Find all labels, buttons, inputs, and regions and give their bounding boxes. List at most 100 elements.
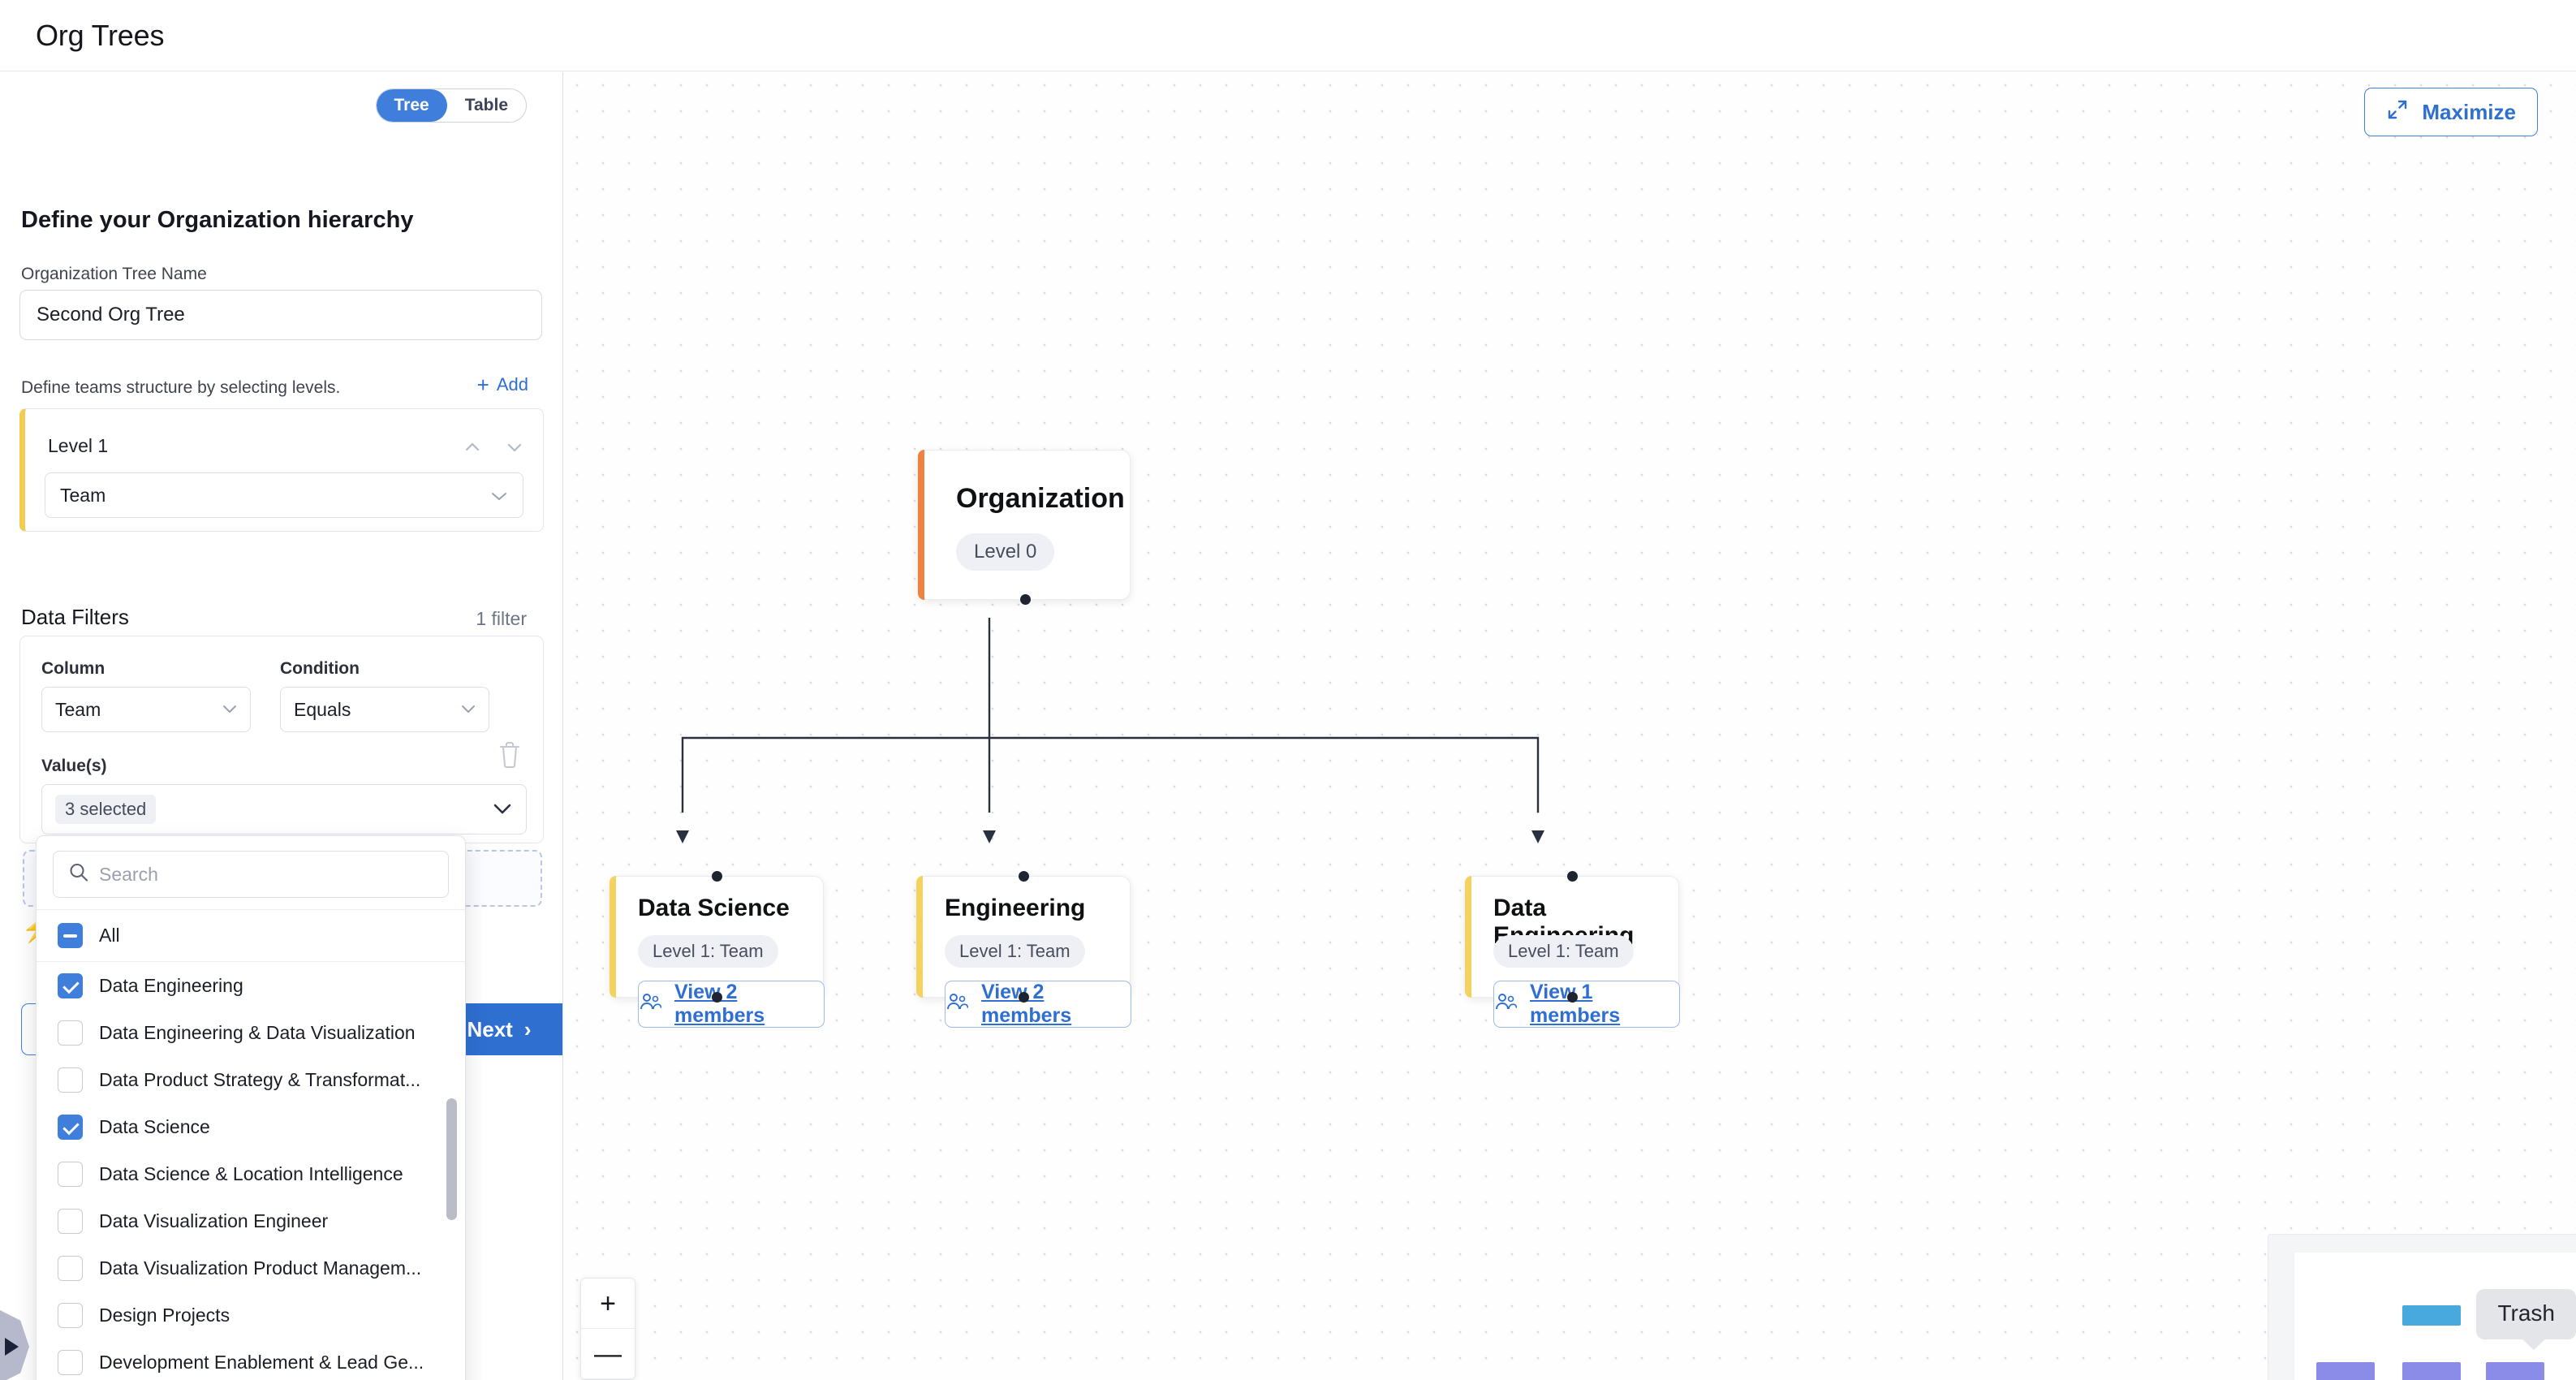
checkbox-icon[interactable] <box>58 1349 83 1375</box>
org-node-data-engineering[interactable]: Data Engineering Level 1: Team View 1 me… <box>1465 871 1680 1028</box>
level-card-1: Level 1 Team <box>19 408 544 532</box>
view-members-label: View 1 members <box>1530 981 1621 1027</box>
org-node-engineering[interactable]: Engineering Level 1: Team View 2 members <box>916 871 1131 1028</box>
list-item-label: Data Visualization Engineer <box>99 1210 329 1231</box>
search-icon <box>68 862 89 887</box>
top-bar: Org Trees <box>0 0 2576 71</box>
list-item[interactable]: Data Visualization Product Managem... <box>37 1244 465 1292</box>
select-all-label: All <box>99 925 120 946</box>
view-members-button[interactable]: View 2 members <box>945 981 1131 1028</box>
checkbox-icon[interactable] <box>58 1114 83 1140</box>
view-members-label: View 2 members <box>674 981 765 1027</box>
filter-values-select[interactable]: 3 selected <box>41 784 527 834</box>
tree-name-input[interactable] <box>19 290 542 340</box>
minimap-node-root <box>2402 1305 2461 1326</box>
view-toggle: Tree Table <box>375 88 527 123</box>
checkbox-icon[interactable] <box>58 1067 83 1093</box>
list-item[interactable]: Data Engineering <box>37 962 465 1009</box>
edge-connectors <box>676 618 1544 843</box>
node-port-top <box>1019 871 1029 882</box>
dropdown-search[interactable] <box>53 851 449 898</box>
add-level-button[interactable]: + Add <box>477 374 528 395</box>
zoom-in-button[interactable]: + <box>581 1279 635 1329</box>
levels-hint: Define teams structure by selecting leve… <box>21 378 341 397</box>
filter-column-value: Team <box>55 698 101 720</box>
list-item[interactable]: Data Science & Location Intelligence <box>37 1150 465 1197</box>
dropdown-search-wrap <box>37 836 465 909</box>
node-accent-bar <box>610 876 616 998</box>
list-item-label: Data Engineering & Data Visualization <box>99 1021 416 1043</box>
dropdown-scrollbar[interactable] <box>446 1098 457 1220</box>
dropdown-list[interactable]: Data Engineering Data Engineering & Data… <box>37 962 465 1380</box>
node-port-top <box>712 871 722 882</box>
node-title: Organization <box>956 483 1125 514</box>
list-item-label: Data Science & Location Intelligence <box>99 1162 403 1184</box>
filter-values-label: Value(s) <box>41 757 107 775</box>
node-accent-bar <box>918 450 924 600</box>
filter-column-select[interactable]: Team <box>41 687 251 732</box>
org-chart-canvas[interactable]: Maximize Organization Level 0 Data Scien… <box>564 72 2576 1380</box>
list-item[interactable]: Development Enablement & Lead Ge... <box>37 1339 465 1380</box>
chevron-right-icon: › <box>523 1016 532 1041</box>
level-title: Level 1 <box>48 435 109 456</box>
view-members-button[interactable]: View 1 members <box>1493 981 1680 1028</box>
trash-tooltip: Trash <box>2476 1289 2576 1350</box>
minimap-node <box>2486 1362 2544 1380</box>
filter-values-summary: 3 selected <box>55 795 157 824</box>
zoom-out-button[interactable]: — <box>581 1329 635 1379</box>
list-item-label: Data Engineering <box>99 974 243 996</box>
list-item[interactable]: Data Science <box>37 1103 465 1150</box>
checkbox-icon[interactable] <box>58 972 83 998</box>
panel-collapse-handle[interactable] <box>0 1310 29 1380</box>
chevron-down-icon <box>461 701 476 718</box>
node-title: Engineering <box>945 895 1086 921</box>
node-accent-bar <box>916 876 923 998</box>
list-item[interactable]: Data Product Strategy & Transformat... <box>37 1056 465 1103</box>
filter-column-label: Column <box>41 659 106 678</box>
level-column-select[interactable]: Team <box>45 472 523 518</box>
tab-table[interactable]: Table <box>447 89 526 122</box>
values-dropdown: All Data Engineering Data Engineering & … <box>36 835 466 1380</box>
org-node-data-science[interactable]: Data Science Level 1: Team View 2 member… <box>610 871 825 1028</box>
minimap-node <box>2316 1362 2375 1380</box>
checkbox-icon[interactable] <box>58 1255 83 1281</box>
members-icon <box>946 992 969 1017</box>
maximize-button[interactable]: Maximize <box>2364 88 2538 136</box>
dropdown-search-input[interactable] <box>99 863 448 886</box>
page-title: Org Trees <box>36 18 165 52</box>
dropdown-select-all[interactable]: All <box>37 909 465 962</box>
members-icon <box>1494 992 1518 1017</box>
move-level-up-icon[interactable] <box>460 437 485 458</box>
filter-card: Column Condition Team Equals Value(s) 3 … <box>19 636 544 843</box>
checkbox-indeterminate-icon[interactable] <box>58 923 83 948</box>
checkbox-icon[interactable] <box>58 1302 83 1328</box>
node-level-badge: Level 1: Team <box>945 935 1085 968</box>
list-item-label: Development Enablement & Lead Ge... <box>99 1351 424 1373</box>
view-toggle-group: Tree Table <box>375 88 527 123</box>
view-members-label: View 2 members <box>981 981 1072 1027</box>
chevron-down-icon <box>222 701 237 718</box>
filter-count: 1 filter <box>476 608 527 629</box>
node-title: Data Science <box>638 895 790 921</box>
list-item-label: Data Visualization Product Managem... <box>99 1257 422 1279</box>
node-level-badge: Level 1: Team <box>1493 935 1634 968</box>
plus-icon: + <box>476 373 489 397</box>
node-port-bottom <box>1567 992 1578 1003</box>
view-members-button[interactable]: View 2 members <box>638 981 825 1028</box>
filter-condition-select[interactable]: Equals <box>280 687 489 732</box>
delete-filter-icon[interactable] <box>496 739 523 770</box>
list-item[interactable]: Design Projects <box>37 1292 465 1339</box>
checkbox-icon[interactable] <box>58 1161 83 1187</box>
add-level-label: Add <box>496 374 528 395</box>
list-item[interactable]: Data Engineering & Data Visualization <box>37 1009 465 1056</box>
list-item[interactable]: Data Visualization Engineer <box>37 1197 465 1244</box>
checkbox-icon[interactable] <box>58 1208 83 1234</box>
members-icon <box>639 992 662 1017</box>
move-level-down-icon[interactable] <box>502 437 527 458</box>
chevron-down-icon <box>490 485 508 507</box>
org-node-root[interactable]: Organization Level 0 <box>918 450 1131 605</box>
node-port-top <box>1567 871 1578 882</box>
node-level-badge: Level 1: Team <box>638 935 778 968</box>
tab-tree[interactable]: Tree <box>376 89 447 122</box>
checkbox-icon[interactable] <box>58 1020 83 1046</box>
